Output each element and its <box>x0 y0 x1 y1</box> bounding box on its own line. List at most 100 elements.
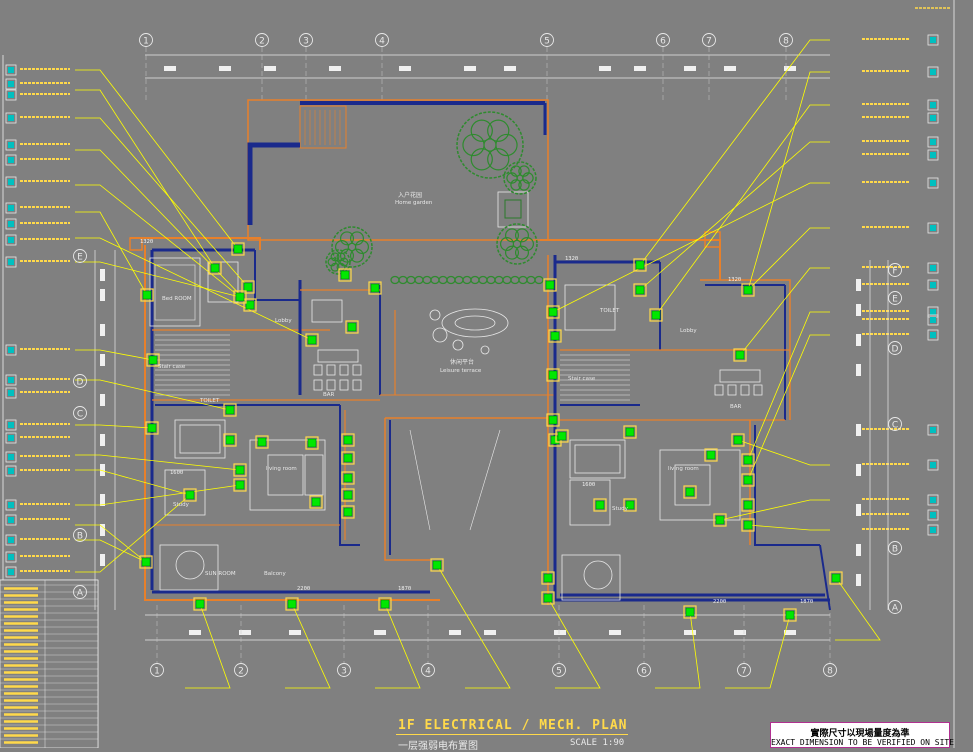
leader-line <box>747 311 830 461</box>
device-marker-frame <box>741 498 755 512</box>
dimension-value: 1320 <box>140 239 153 245</box>
drawing-subtitle: 一层强弱电布置图 <box>398 741 478 752</box>
legend-symbol-fill <box>8 517 14 523</box>
legend-symbol <box>5 202 17 214</box>
device-marker-frame <box>368 281 382 295</box>
device-marker-frame <box>623 425 637 439</box>
dim-tick <box>100 494 105 506</box>
dim-tick <box>164 66 176 71</box>
leader-line <box>75 69 239 250</box>
device-marker <box>185 490 195 500</box>
device-marker <box>432 560 442 570</box>
hedge-shrub <box>462 275 472 285</box>
device-marker-frame <box>683 605 697 619</box>
device-marker-frame <box>341 505 355 519</box>
dimension-value: 1320 <box>565 256 578 262</box>
grid-top-label: 6 <box>660 37 666 47</box>
legend-symbol <box>5 551 17 563</box>
legend-symbol-fill <box>8 157 14 163</box>
tree-leaf <box>518 165 530 177</box>
leader-line <box>75 184 241 298</box>
grid-bottom-label: 6 <box>641 667 647 677</box>
device-marker-frame <box>223 403 237 417</box>
dim-tick <box>856 544 861 556</box>
legend-symbol-fill <box>8 142 14 148</box>
grid-bottom-bubble <box>823 663 837 677</box>
tree-leaf <box>505 245 520 260</box>
site-verify-note: 實際尺寸以現場量度為準 EXACT DIMENSION TO BE VERIFI… <box>770 722 954 748</box>
tree-leaf <box>330 262 340 272</box>
dimension-value: 1870 <box>800 599 813 605</box>
dim-tick <box>374 630 386 635</box>
dim-tick <box>100 289 105 301</box>
grid-bottom-label: 7 <box>741 667 747 677</box>
grid-right-bubble <box>888 417 902 431</box>
legend-symbol-fill <box>8 435 14 441</box>
hedge-shrub <box>470 275 480 285</box>
device-marker <box>743 455 753 465</box>
legend-symbol-fill <box>930 139 936 145</box>
device-marker <box>380 599 390 609</box>
dim-tick <box>504 66 516 71</box>
legend-symbol-fill <box>8 502 14 508</box>
device-marker-frame <box>309 495 323 509</box>
stairs <box>155 334 630 401</box>
device-marker-frame <box>255 435 269 449</box>
legend-symbol <box>927 222 939 234</box>
device-marker <box>148 355 158 365</box>
grid-bottom-label: 8 <box>827 667 833 677</box>
tree-leaf <box>487 148 510 171</box>
device-marker-frame <box>623 498 637 512</box>
legend-symbol <box>5 344 17 356</box>
device-marker-frame <box>713 513 727 527</box>
legend-symbol-fill <box>8 67 14 73</box>
legend-symbol <box>5 112 17 124</box>
device-marker-frame <box>741 453 755 467</box>
dim-tick <box>100 524 105 536</box>
dim-tick <box>289 630 301 635</box>
leader-line <box>655 611 701 689</box>
device-marker-frame <box>829 571 843 585</box>
device-marker <box>287 599 297 609</box>
legend-symbol-fill <box>930 497 936 503</box>
tree-canopy <box>503 161 537 195</box>
grid-top-bubble <box>779 33 793 47</box>
device-marker <box>235 465 245 475</box>
device-marker <box>785 610 795 620</box>
device-marker <box>831 573 841 583</box>
grid-left-label: D <box>77 378 84 388</box>
hedge-shrub <box>534 275 544 285</box>
legend-symbol-fill <box>8 347 14 353</box>
dim-tick <box>856 574 861 586</box>
device-marker-frame <box>741 473 755 487</box>
legend-symbol <box>927 99 939 111</box>
tree-leaf <box>340 231 355 246</box>
leader-line <box>639 39 830 266</box>
grid-left-label: C <box>77 410 83 420</box>
device-marker <box>235 292 245 302</box>
grid-bottom-bubble <box>737 663 751 677</box>
device-marker <box>651 310 661 320</box>
tree-leaf <box>350 231 365 246</box>
device-marker <box>743 285 753 295</box>
lobby-right-label: Lobby <box>680 328 697 334</box>
leader-line <box>747 524 830 531</box>
device-marker-frame <box>146 353 160 367</box>
device-marker-frame <box>430 558 444 572</box>
grid-right-label: A <box>892 604 899 614</box>
device-marker <box>543 573 553 583</box>
dim-tick <box>100 354 105 366</box>
legend-symbol <box>5 64 17 76</box>
stair-case-label: Stair case <box>158 364 186 370</box>
legend-symbol-fill <box>8 179 14 185</box>
device-marker <box>543 593 553 603</box>
hedge-shrub <box>398 275 408 285</box>
device-marker <box>625 500 635 510</box>
legend-symbol-fill <box>8 81 14 87</box>
grid-top-label: 3 <box>303 37 309 47</box>
hedge-shrub <box>502 275 512 285</box>
legend-symbol <box>927 314 939 326</box>
legend-symbol <box>5 234 17 246</box>
tree-leaf <box>487 119 510 142</box>
